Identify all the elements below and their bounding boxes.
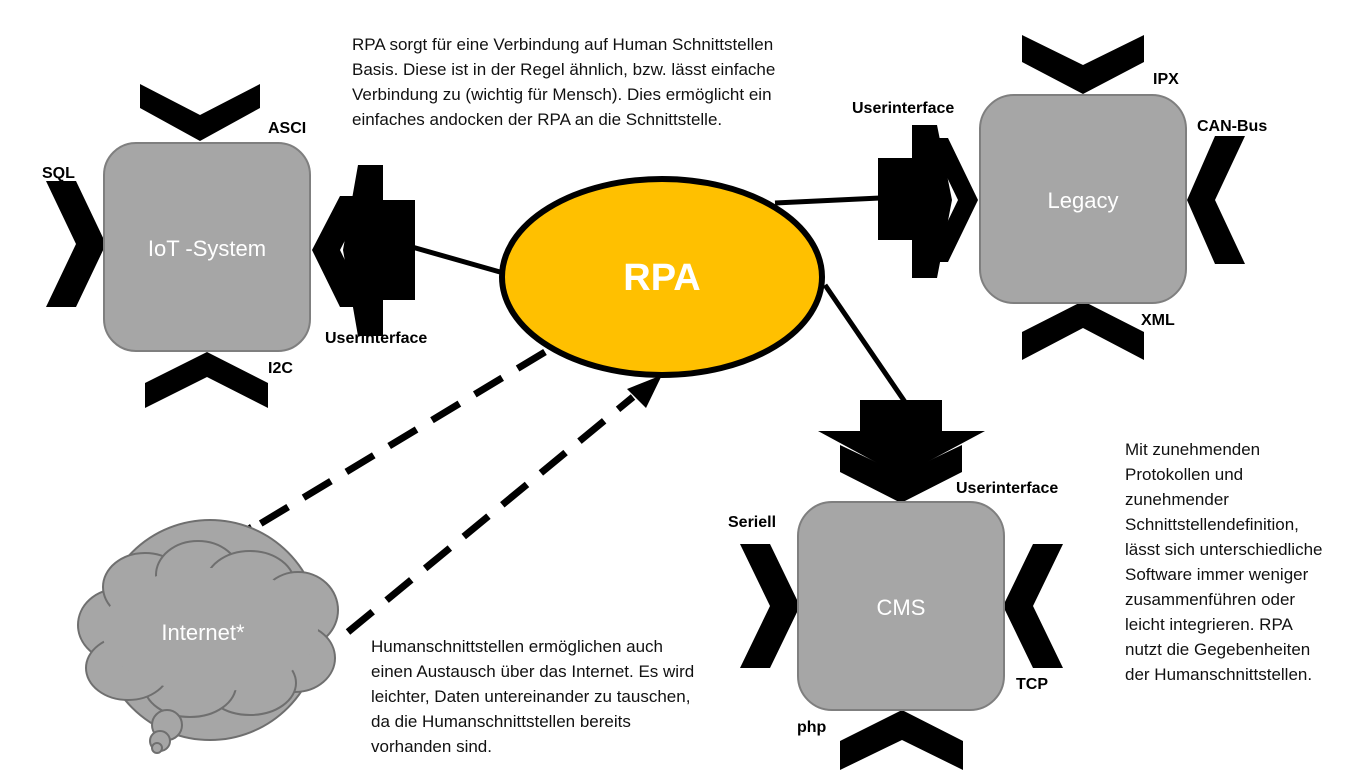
iot-chevron-bottom-icon xyxy=(145,352,268,408)
rpa-label: RPA xyxy=(623,257,700,299)
legacy-chevron-left-icon xyxy=(928,138,978,262)
iot-chevron-top-icon xyxy=(140,84,260,141)
description-right-line: der Humanschnittstellen. xyxy=(1125,665,1313,684)
cms-label-right: TCP xyxy=(1016,676,1048,693)
description-top-line: Basis. Diese ist in der Regel ähnlich, b… xyxy=(352,60,776,79)
iot-label-right: Userinterface xyxy=(325,330,427,347)
legacy-chevron-bottom-icon xyxy=(1022,301,1144,360)
description-right-line: Schnittstellendefinition, xyxy=(1125,515,1299,534)
cms-chevron-left-icon xyxy=(740,544,800,668)
description-bottom-line: da die Humanschnittstellen bereits xyxy=(371,712,631,731)
legacy-label-left: Userinterface xyxy=(852,100,954,117)
description-right-line: lässt sich unterschiedliche xyxy=(1125,540,1323,559)
legacy-chevron-top-icon xyxy=(1022,35,1144,94)
description-top-line: RPA sorgt für eine Verbindung auf Human … xyxy=(352,35,774,54)
iot-label-top: ASCI xyxy=(268,120,306,137)
description-bottom-line: vorhanden sind. xyxy=(371,737,492,756)
cms-chevron-right-icon xyxy=(1003,544,1063,668)
rpa-core-ellipse xyxy=(499,176,825,378)
description-right-line: zusammenführen oder xyxy=(1125,590,1296,609)
iot-system-label: IoT -System xyxy=(148,236,266,261)
legacy-system-box xyxy=(979,94,1187,304)
internet-label: Internet* xyxy=(161,620,245,645)
cms-label-left: Seriell xyxy=(728,514,776,531)
dashed-arrow-rpa-to-internet xyxy=(238,349,547,539)
description-right-line: zunehmender xyxy=(1125,490,1229,509)
description-bottom: Humanschnittstellen ermöglichen auch ein… xyxy=(371,634,694,759)
cms-label-top: Userinterface xyxy=(956,480,1058,497)
dashed-arrow-internet-to-rpa xyxy=(345,394,636,635)
legacy-chevron-right-icon xyxy=(1187,136,1245,264)
cms-system-label: CMS xyxy=(877,595,926,620)
legacy-label-bottom: XML xyxy=(1141,312,1175,329)
legacy-label-top: IPX xyxy=(1153,71,1179,88)
legacy-system-label: Legacy xyxy=(1048,188,1119,213)
cms-label-bottom: php xyxy=(797,719,827,736)
iot-system-box xyxy=(103,142,311,352)
legacy-userinterface-arrow-icon xyxy=(878,125,952,278)
description-right-line: nutzt die Gegebenheiten xyxy=(1125,640,1311,659)
iot-label-bottom: I2C xyxy=(268,360,293,377)
description-right: Mit zunehmenden Protokollen und zunehmen… xyxy=(1125,437,1322,687)
cms-chevron-top-icon xyxy=(840,445,962,503)
legacy-label-right: CAN-Bus xyxy=(1197,118,1267,135)
iot-chevron-left-icon xyxy=(46,181,106,307)
iot-label-left: SQL xyxy=(42,165,75,182)
cms-system-box xyxy=(797,501,1005,711)
description-right-line: Protokollen und xyxy=(1125,465,1244,484)
connector-rpa-legacy xyxy=(774,195,881,206)
iot-userinterface-arrow-icon xyxy=(343,165,415,336)
description-bottom-line: Humanschnittstellen ermöglichen auch xyxy=(371,637,663,656)
description-bottom-line: leichter, Daten untereinander zu tausche… xyxy=(371,687,691,706)
description-right-line: leicht integrieren. RPA xyxy=(1125,615,1293,634)
internet-cloud-shape xyxy=(77,540,339,754)
description-bottom-line: einen Austausch über das Internet. Es wi… xyxy=(371,662,695,681)
cms-userinterface-arrow-icon xyxy=(818,400,985,476)
cms-chevron-bottom-icon xyxy=(840,710,963,770)
connector-rpa-iot xyxy=(404,242,501,275)
description-right-line: Software immer weniger xyxy=(1125,565,1309,584)
arrowhead-rpa-icon xyxy=(627,375,662,408)
connector-rpa-cms xyxy=(822,283,908,404)
description-top-line: einfaches andocken der RPA an die Schnit… xyxy=(352,110,723,129)
description-right-line: Mit zunehmenden xyxy=(1125,440,1261,459)
description-top-line: Verbindung zu (wichtig für Mensch). Dies… xyxy=(352,85,772,104)
description-top: RPA sorgt für eine Verbindung auf Human … xyxy=(352,32,775,132)
